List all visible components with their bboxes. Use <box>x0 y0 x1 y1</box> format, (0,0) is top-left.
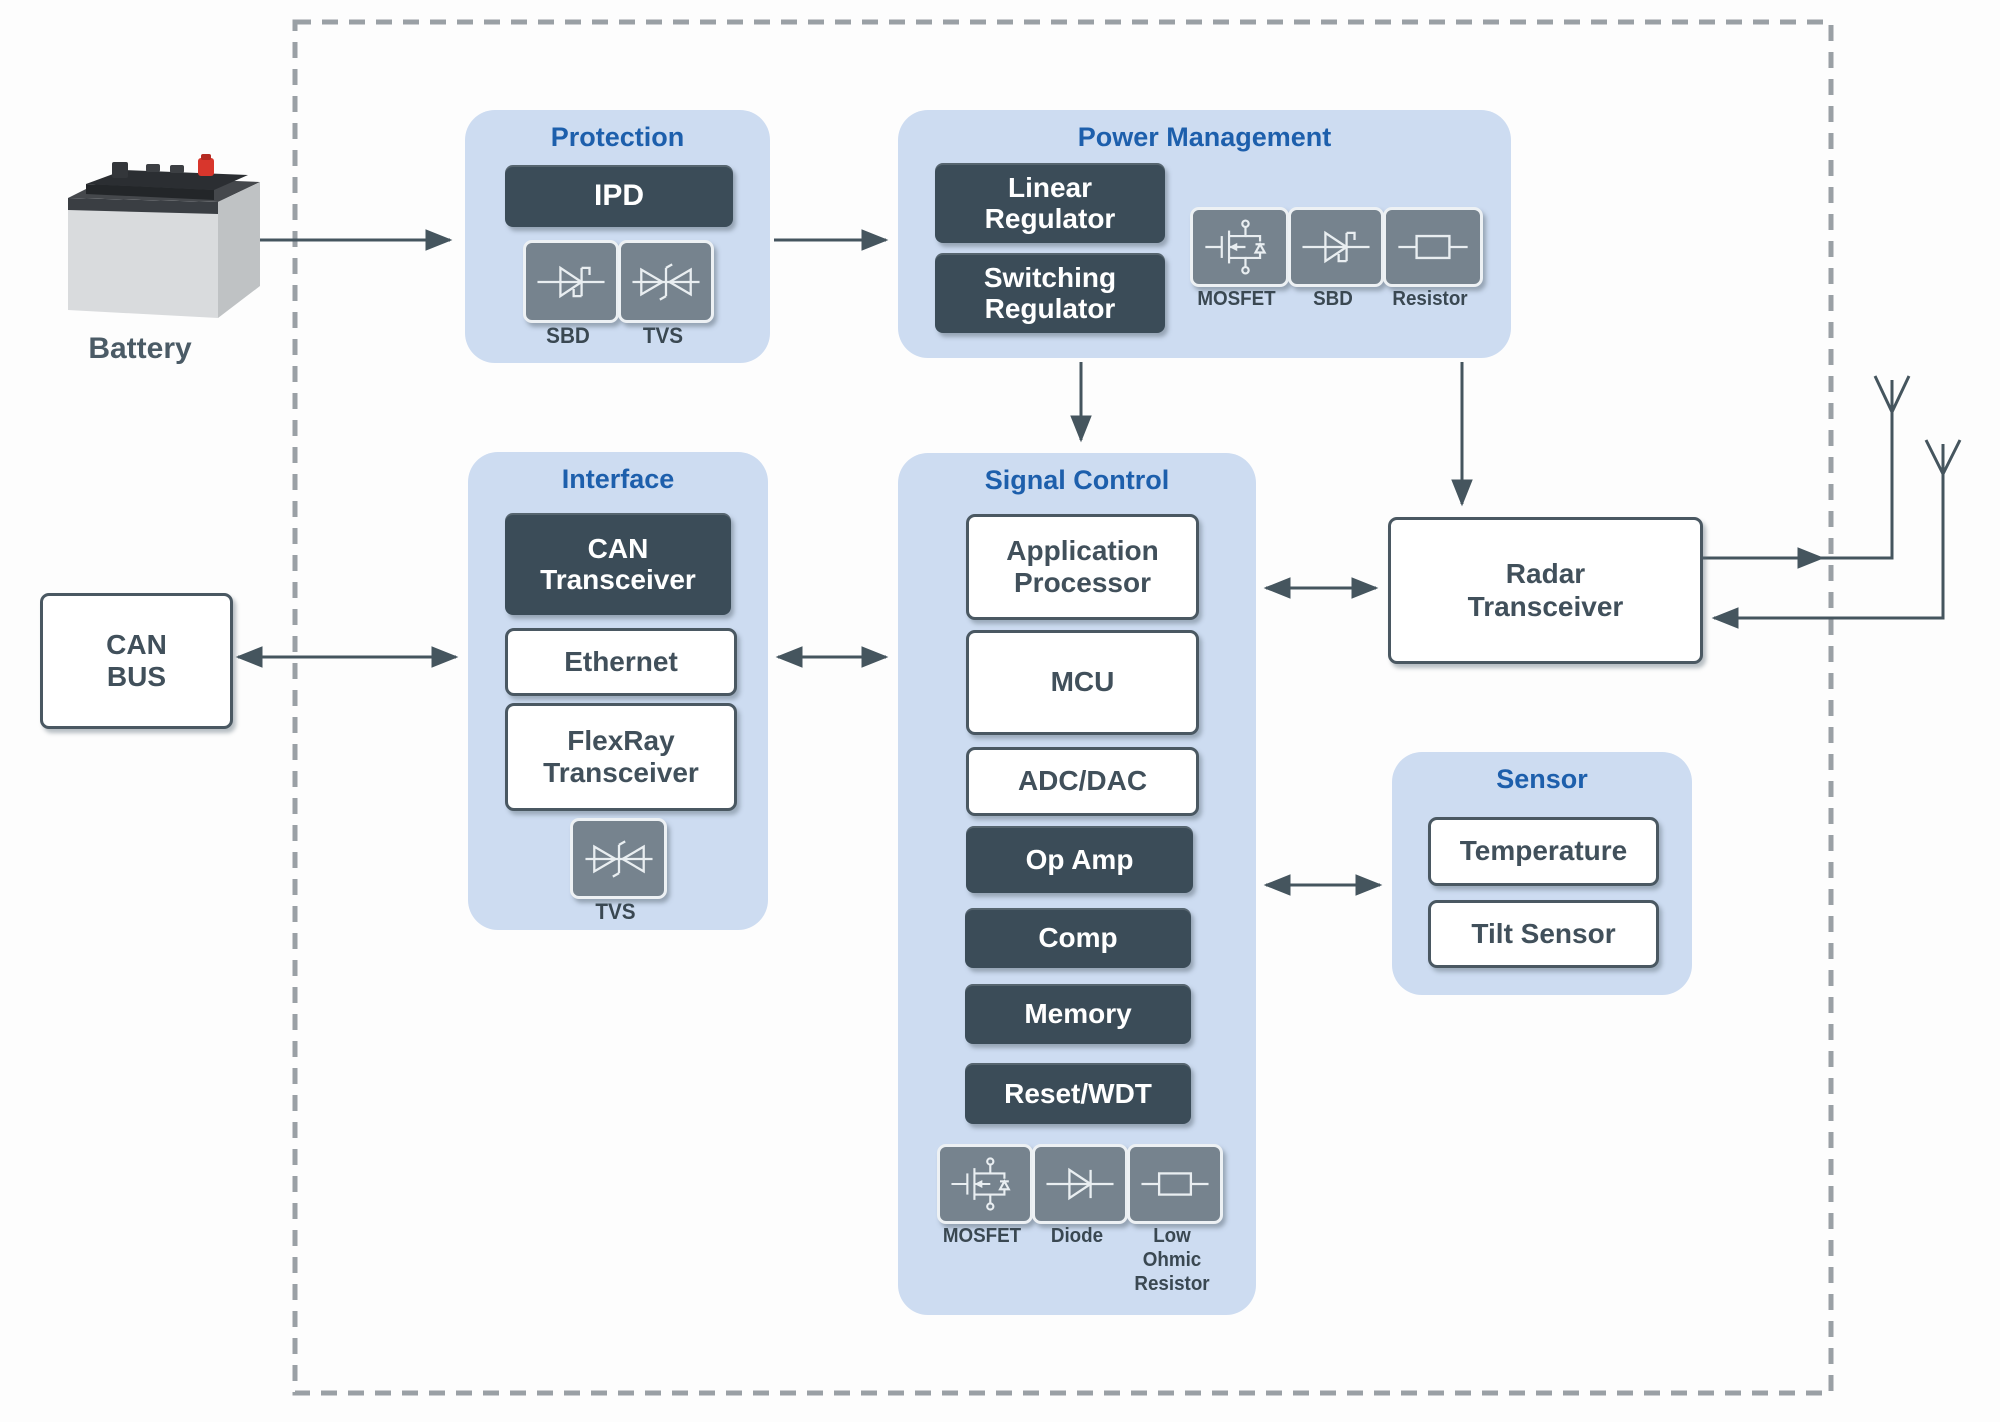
signal-control-panel: Signal Control Application Processor MCU… <box>898 453 1256 1315</box>
reset-wdt-box: Reset/WDT <box>965 1063 1191 1124</box>
sbd-diode-icon <box>537 265 605 298</box>
adc-dac-box: ADC/DAC <box>966 747 1199 816</box>
diode-icon <box>1046 1167 1114 1201</box>
application-processor-box: Application Processor <box>966 514 1199 620</box>
linear-regulator-box: Linear Regulator <box>935 163 1165 243</box>
power-management-title: Power Management <box>1077 122 1332 152</box>
memory-box: Memory <box>965 984 1191 1044</box>
sc-diode-tile <box>1032 1144 1128 1224</box>
switching-regulator-box: Switching Regulator <box>935 253 1165 333</box>
pm-resistor-tile <box>1383 207 1483 287</box>
tx-antenna-icon <box>1873 375 1911 413</box>
pm-mosfet-label: MOSFET <box>1197 288 1276 310</box>
sc-mosfet-label: MOSFET <box>942 1225 1022 1247</box>
protection-panel: Protection IPD SBD TVS <box>465 110 770 363</box>
sbd-tile <box>523 240 619 323</box>
sensor-title: Sensor <box>1496 764 1588 794</box>
pm-sbd-tile <box>1288 207 1384 287</box>
resistor-icon <box>1141 1172 1209 1196</box>
rx-antenna-icon <box>1924 439 1962 475</box>
interface-title: Interface <box>561 464 675 494</box>
arrow-rx-to-radar <box>1711 474 1945 629</box>
line-tx-antenna <box>1822 412 1894 560</box>
tvs-diode-icon <box>632 262 700 301</box>
comp-box: Comp <box>965 908 1191 968</box>
can-bus-box: CAN BUS <box>40 593 233 729</box>
sbd-tile-label: SBD <box>546 323 590 348</box>
tilt-sensor-box: Tilt Sensor <box>1428 900 1659 968</box>
tvs-tile <box>618 240 714 323</box>
temperature-box: Temperature <box>1428 817 1659 886</box>
ethernet-box: Ethernet <box>505 628 737 696</box>
resistor-icon <box>1398 234 1468 260</box>
interface-tvs-label: TVS <box>595 899 636 924</box>
pm-mosfet-tile <box>1190 207 1289 287</box>
mcu-box: MCU <box>966 630 1199 735</box>
flexray-transceiver-box: FlexRay Transceiver <box>505 703 737 811</box>
sc-diode-label: Diode <box>1050 1225 1104 1247</box>
ipd-box: IPD <box>505 165 733 227</box>
protection-title: Protection <box>550 122 685 152</box>
battery-illustration <box>68 154 260 318</box>
sensor-panel: Sensor Temperature Tilt Sensor <box>1392 752 1692 995</box>
pm-resistor-label: Resistor <box>1392 288 1468 310</box>
mosfet-icon <box>951 1157 1011 1211</box>
sbd-diode-icon <box>1302 230 1370 264</box>
tvs-diode-icon <box>584 839 653 878</box>
tvs-tile-label: TVS <box>642 323 684 348</box>
signal-control-title: Signal Control <box>984 465 1170 495</box>
sc-mosfet-tile <box>937 1144 1033 1224</box>
can-transceiver-box: CAN Transceiver <box>505 513 731 615</box>
interface-tvs-tile <box>570 818 667 899</box>
battery-label: Battery <box>88 332 192 365</box>
sc-low-ohmic-resistor-label: Low Ohmic Resistor <box>1134 1225 1210 1295</box>
sc-low-ohmic-resistor-tile <box>1127 1144 1223 1224</box>
pm-sbd-label: SBD <box>1313 288 1353 310</box>
power-management-panel: Power Management Linear Regulator Switch… <box>898 110 1511 358</box>
mosfet-icon <box>1204 219 1266 275</box>
interface-panel: Interface CAN Transceiver Ethernet FlexR… <box>468 452 768 930</box>
op-amp-box: Op Amp <box>966 826 1193 893</box>
radar-transceiver-box: Radar Transceiver <box>1388 517 1703 664</box>
